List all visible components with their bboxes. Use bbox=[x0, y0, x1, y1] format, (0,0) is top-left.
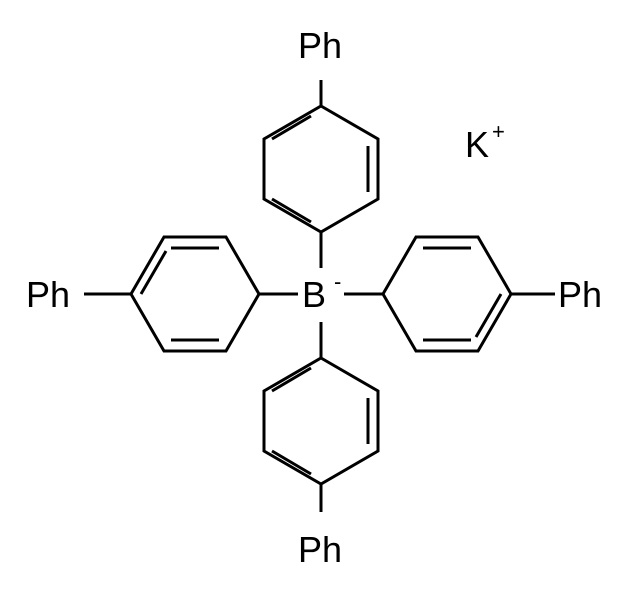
potassium-charge: + bbox=[492, 119, 505, 144]
right-phenylene-ring bbox=[381, 235, 513, 353]
boron-charge: - bbox=[334, 269, 341, 294]
top-phenylene-ring bbox=[262, 104, 380, 234]
bottom-phenylene-ring bbox=[262, 356, 380, 486]
top-ph-label: Ph bbox=[298, 25, 342, 66]
potassium-label: K bbox=[465, 124, 489, 165]
left-ph-label: Ph bbox=[26, 274, 70, 315]
boron-atom-label: B bbox=[302, 274, 326, 315]
left-phenylene-ring bbox=[129, 235, 261, 353]
right-ph-label: Ph bbox=[558, 274, 602, 315]
bottom-ph-label: Ph bbox=[298, 529, 342, 570]
